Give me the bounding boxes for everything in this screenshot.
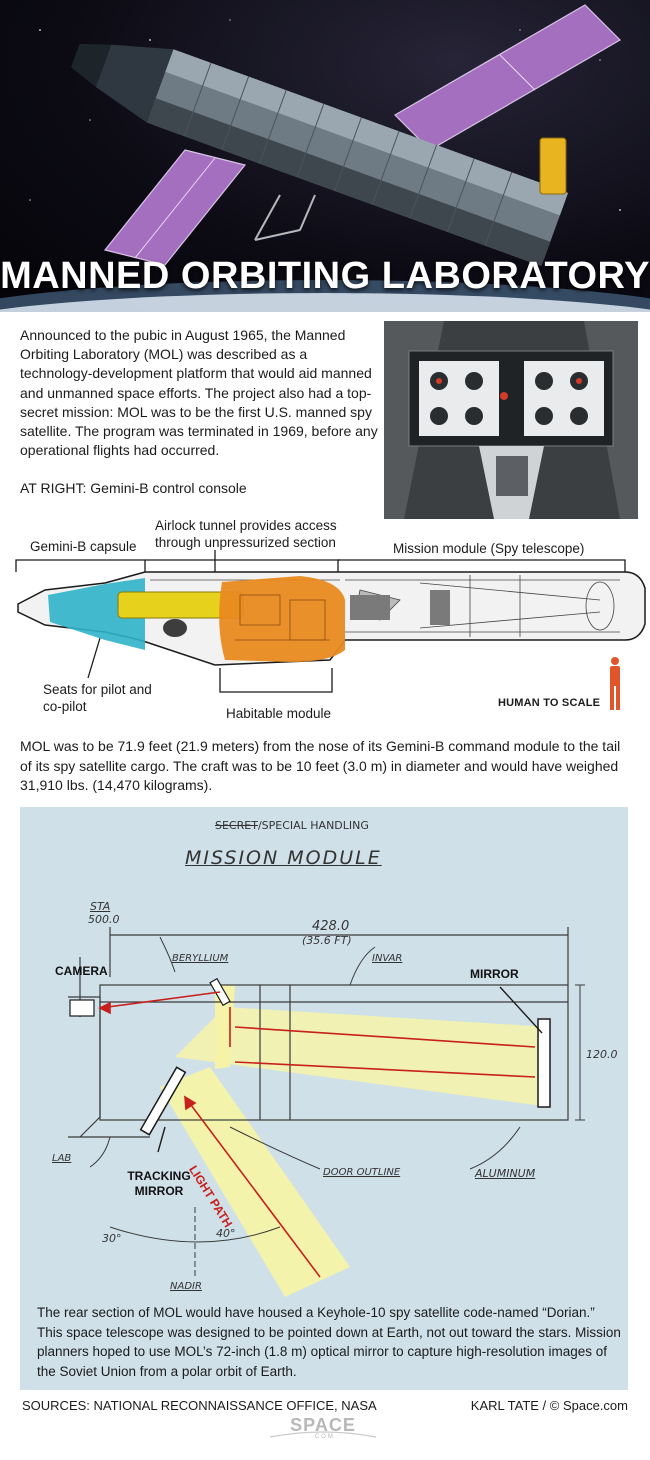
human-scale-icon: [610, 657, 620, 710]
label-camera: CAMERA: [55, 964, 108, 978]
mission-module-blueprint: SECRET/SPECIAL HANDLING MISSION MODULE S…: [20, 807, 628, 1390]
blueprint-beryllium: BERYLLIUM: [172, 953, 229, 964]
blueprint-sta-value: 500.0: [88, 913, 120, 926]
label-human-scale: HUMAN TO SCALE: [498, 697, 601, 709]
mol-illustration: [0, 4, 650, 312]
label-habitable: Habitable module: [226, 706, 332, 721]
space-com-logo: SPACE .COM: [268, 1415, 378, 1445]
blueprint-angle-right: 40°: [216, 1227, 236, 1240]
blueprint-paragraph: The rear section of MOL would have house…: [37, 1305, 621, 1379]
label-tracking-mirror: TRACKING MIRROR: [127, 1169, 191, 1198]
label-mission-module: Mission module (Spy telescope): [393, 541, 585, 556]
sources-line: SOURCES: NATIONAL RECONNAISSANCE OFFICE,…: [22, 1398, 377, 1413]
camera-icon: [69, 999, 95, 1017]
blueprint-angle-left: 30°: [102, 1232, 122, 1245]
blueprint-title: MISSION MODULE: [185, 847, 382, 869]
blueprint-length-feet: (35.6 FT): [302, 934, 352, 947]
credit-line: KARL TATE / © Space.com: [470, 1398, 628, 1413]
blueprint-length: 428.0: [312, 919, 350, 934]
dimensions-paragraph: MOL was to be 71.9 feet (21.9 meters) fr…: [20, 738, 621, 793]
mol-cutaway-diagram: [15, 550, 646, 710]
blueprint-header: SECRET/SPECIAL HANDLING: [215, 819, 369, 832]
blueprint-sta-label: STA: [90, 900, 111, 913]
gemini-console-photo: [384, 321, 638, 519]
label-mirror: MIRROR: [470, 967, 519, 981]
blueprint-invar: INVAR: [372, 953, 403, 964]
blueprint-nadir: NADIR: [170, 1281, 202, 1292]
blueprint-diameter: 120.0: [586, 1048, 618, 1061]
page-title: MANNED ORBITING LABORATORY: [0, 255, 650, 297]
label-gemini-capsule: Gemini-B capsule: [30, 539, 137, 554]
blueprint-lab: LAB: [52, 1153, 72, 1164]
blueprint-door-outline: DOOR OUTLINE: [323, 1167, 401, 1178]
hero-banner: MANNED ORBITING LABORATORY: [0, 0, 650, 312]
intro-paragraph: Announced to the pubic in August 1965, t…: [20, 327, 378, 459]
label-seats: Seats for pilot and co-pilot: [43, 682, 152, 714]
blueprint-aluminum: ALUMINUM: [475, 1167, 536, 1180]
label-airlock: Airlock tunnel provides access through u…: [155, 518, 337, 550]
console-caption: AT RIGHT: Gemini-B control console: [20, 480, 247, 496]
